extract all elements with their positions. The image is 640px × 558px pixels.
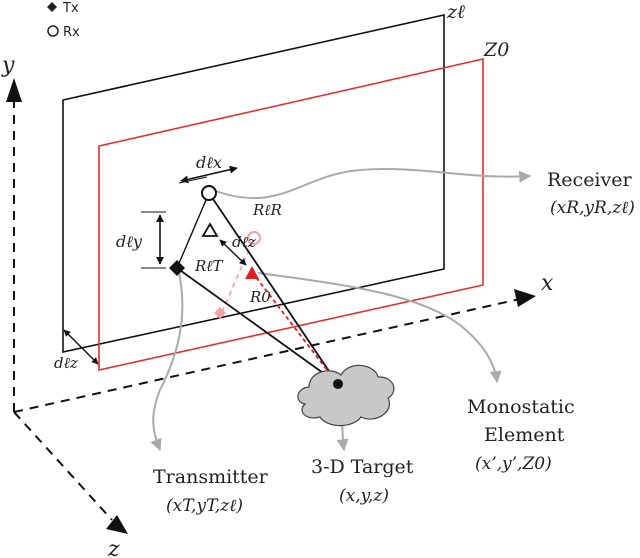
axis-label-z: z <box>107 537 120 558</box>
rx-ray <box>208 192 338 384</box>
rx-marker-icon <box>201 185 217 201</box>
plane-z-ell <box>62 14 445 353</box>
plane-label-z-ell: zℓ <box>446 1 465 23</box>
dz-corner-dimension <box>63 329 99 365</box>
target-cloud-icon <box>297 364 395 427</box>
legend: Tx Rx <box>47 1 80 40</box>
x-axis-line <box>13 298 521 413</box>
range-r-label: RℓR <box>252 201 282 219</box>
axis-label-y: y <box>1 53 15 78</box>
range-0-label: R0 <box>249 288 271 306</box>
tx-marker-icon <box>169 260 185 276</box>
monostatic-callout-arrow <box>257 272 502 384</box>
dz-mid-label: dℓz <box>232 233 256 251</box>
transmitter-label: Transmitter <box>153 466 269 488</box>
monostatic-triangle-icon <box>245 266 259 279</box>
dz-corner-label: dℓz <box>54 354 78 372</box>
z-axis-line <box>13 411 113 521</box>
target-coords: (x,y,z) <box>339 486 389 506</box>
midpoint-triangle-icon <box>201 222 219 237</box>
receiver-callout-arrow <box>212 167 532 200</box>
dz-mid-dimension <box>219 239 247 266</box>
z-axis-arrow-icon <box>106 515 128 534</box>
tx-diamond-icon <box>47 2 57 12</box>
monostatic-label-line2: Element <box>484 424 565 446</box>
monostatic-coords: (x’,y’,Z0) <box>475 454 552 474</box>
receiver-label: Receiver <box>547 169 632 191</box>
legend-rx: Rx <box>63 25 80 40</box>
receiver-coords: (xR,yR,zℓ) <box>550 198 635 218</box>
rx-circle-icon <box>47 25 59 37</box>
transmitter-callout-arrow <box>150 267 184 452</box>
plane-z0 <box>98 57 484 371</box>
tx-ray <box>176 267 338 384</box>
bistatic-baseline <box>176 192 210 269</box>
transmitter-coords: (xT,yT,zℓ) <box>166 496 243 516</box>
monostatic-rx-circle-icon <box>247 231 261 245</box>
dx-dimension <box>180 165 238 184</box>
callout-arrows <box>150 167 532 452</box>
monostatic-ray <box>251 271 338 384</box>
dy-label: dℓy <box>116 232 143 251</box>
monostatic-label-line1: Monostatic <box>467 396 575 418</box>
axis-label-x: x <box>541 271 554 296</box>
plane-label-z0: Z0 <box>483 39 509 61</box>
target-label: 3-D Target <box>311 456 414 478</box>
x-axis-arrow-icon <box>514 289 536 307</box>
range-t-label: RℓT <box>194 257 224 275</box>
legend-tx: Tx <box>62 1 79 16</box>
axes <box>13 88 521 521</box>
y-axis-arrow-icon <box>6 78 22 102</box>
monostatic-tx-diamond-icon <box>214 307 226 319</box>
target-point <box>333 379 343 389</box>
dx-label: dℓx <box>196 153 222 172</box>
